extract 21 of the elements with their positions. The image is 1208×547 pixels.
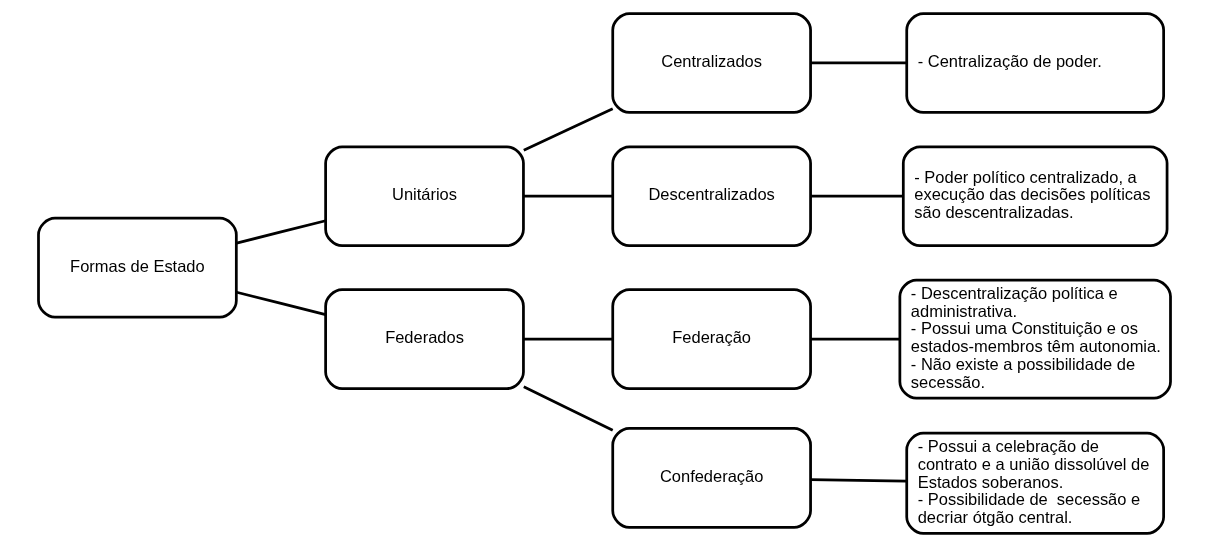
- node-box: Confederação: [610, 427, 812, 529]
- connector: [810, 478, 907, 483]
- node-box: Unitários: [323, 145, 525, 248]
- connector: [235, 219, 326, 245]
- connector: [522, 107, 613, 152]
- node-box: - Descentralização política e administrativa. - Possui uma Constituição e os estados-membros têm autonomia. - Não existe a possibilidade de secessão.: [898, 278, 1172, 400]
- node-box: Descentralizados: [610, 145, 812, 248]
- node-box: Formas de Estado: [36, 216, 238, 319]
- connector: [522, 385, 613, 432]
- connector: [523, 337, 613, 341]
- connector: [810, 337, 899, 341]
- node-box: Centralizados: [610, 12, 812, 114]
- node-box: Federados: [323, 288, 525, 390]
- node-box: Federação: [610, 288, 812, 390]
- node-box: - Poder político centralizado, a execução das decisões políticas são descentralizadas.: [901, 145, 1168, 248]
- connector: [810, 194, 903, 198]
- connector: [810, 61, 906, 65]
- node-box: - Centralização de poder.: [904, 12, 1165, 114]
- node-box: - Possui a celebração de contrato e a união dissolúvel de Estados soberanos. - Possibilidade de secessão e decriar ótgão central.: [904, 431, 1165, 535]
- connector: [523, 194, 613, 198]
- connector: [235, 290, 326, 316]
